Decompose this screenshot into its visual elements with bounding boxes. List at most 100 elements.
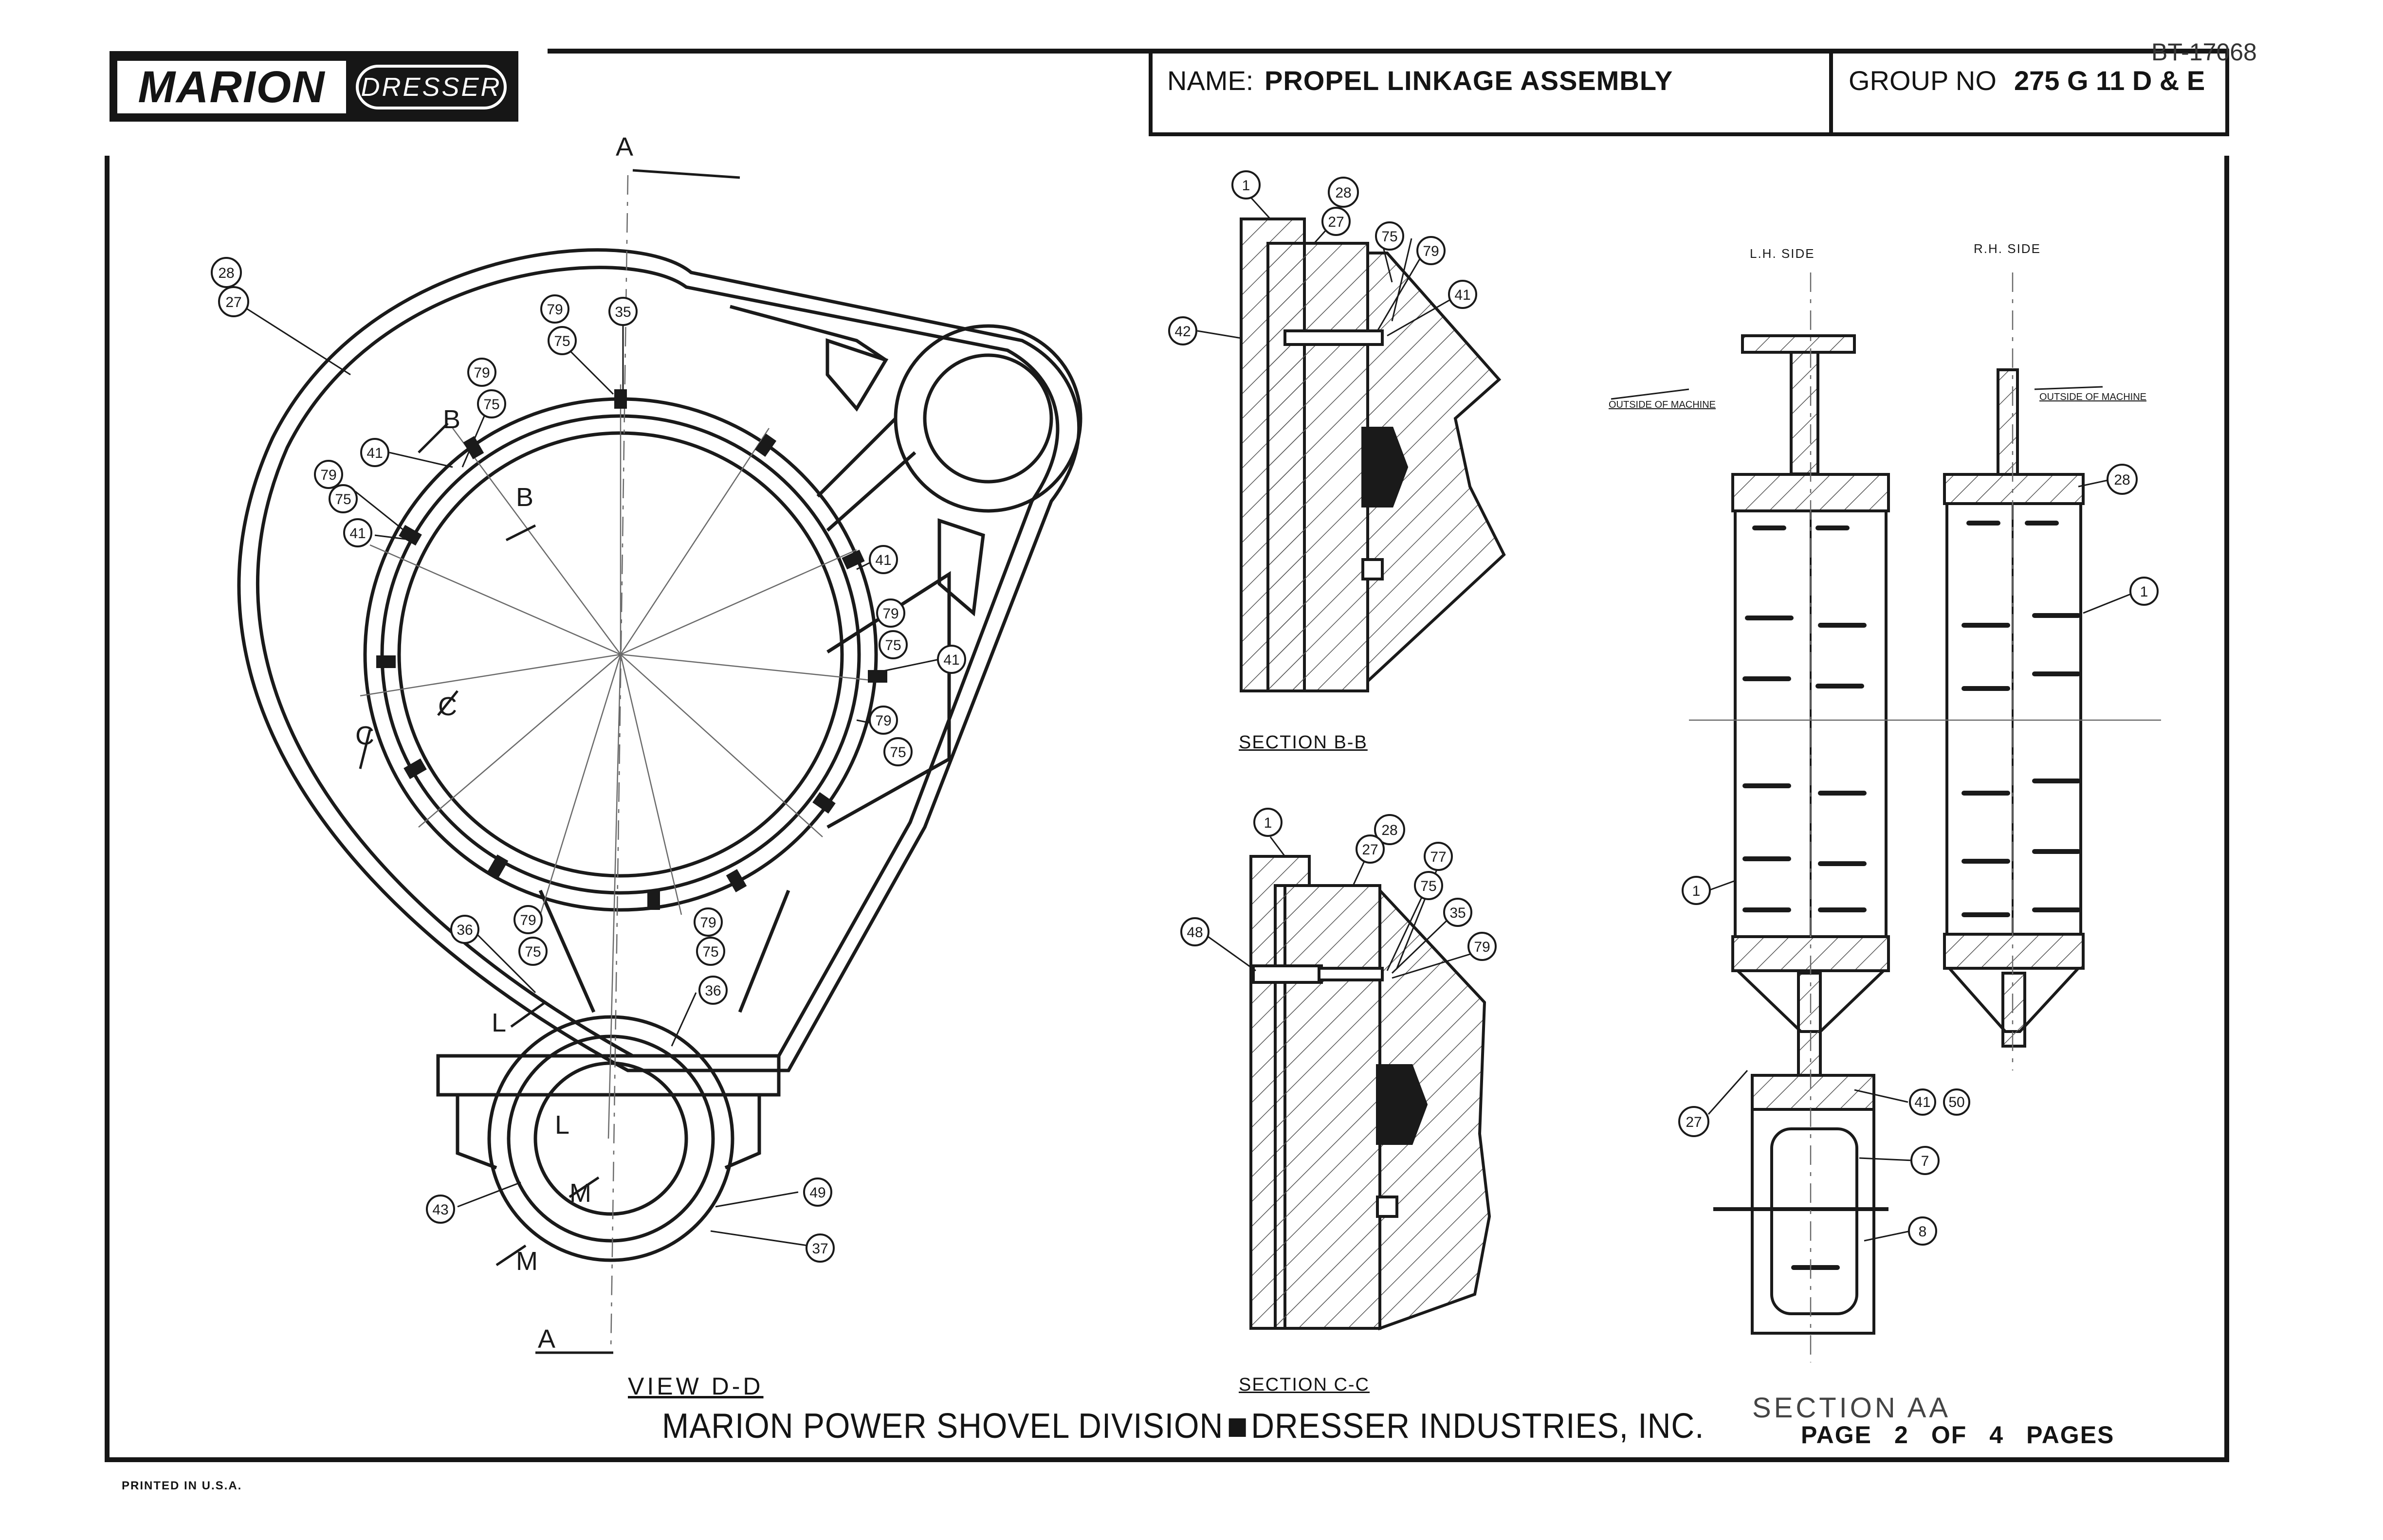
cc-balloon-27: 27 [1362, 842, 1378, 858]
letter-m-2: M [516, 1247, 538, 1276]
view-dd-balloon-circles [211, 257, 966, 1263]
lower-boss-outer [487, 1015, 734, 1262]
balloon-75-g: 75 [702, 944, 718, 960]
aa-balloon-28: 28 [2114, 472, 2130, 488]
bb-balloon-79: 79 [1423, 243, 1439, 259]
triangular-cutout-lower [937, 518, 985, 616]
section-aa-label: SECTION AA [1752, 1392, 1951, 1424]
group-label: GROUP NO [1849, 65, 1997, 96]
aa-side-labels: L.H. SIDE R.H. SIDE [1750, 241, 2041, 261]
aa-centerlines [1689, 272, 2161, 1362]
cc-lower-nut [1376, 1196, 1398, 1218]
bb-balloon-75: 75 [1381, 229, 1397, 245]
housing-outer-contour [237, 248, 1081, 1072]
company-left: MARION POWER SHOVEL DIVISION [662, 1407, 1224, 1446]
lh-top-rod [1790, 351, 1819, 475]
page-current: 2 [1894, 1421, 1909, 1449]
cc-balloon-28: 28 [1381, 822, 1397, 838]
lh-side-label: L.H. SIDE [1750, 246, 1815, 261]
cc-mating-part [1378, 887, 1491, 1331]
cc-balloon-75: 75 [1420, 878, 1436, 894]
balloon-75-a: 75 [554, 333, 570, 349]
name-value: PROPEL LINKAGE ASSEMBLY [1265, 65, 1673, 96]
balloon-79-d: 79 [882, 606, 898, 622]
radial-construction-lines [360, 175, 881, 1353]
balloon-43: 43 [432, 1202, 448, 1218]
aa-balloon-41: 41 [1914, 1094, 1930, 1110]
ring-bolts [376, 389, 887, 910]
balloon-36-a: 36 [457, 922, 473, 938]
lh-link-block [1751, 1074, 1875, 1111]
rh-top-rod [1997, 368, 2019, 476]
bb-balloon-text: 1 28 27 75 79 41 42 [1174, 178, 1470, 340]
pages-word: PAGES [2026, 1421, 2115, 1449]
bb-weld [1361, 427, 1409, 507]
view-dd-letters: A A B B C C L L M M [355, 132, 633, 1354]
balloon-41-b: 41 [349, 525, 366, 542]
balloon-79-b: 79 [474, 365, 490, 381]
rib-bottom [538, 889, 790, 1013]
logo-marion-text: MARION [117, 61, 346, 113]
letter-c-2: C [355, 721, 374, 750]
aa-balloon-27: 27 [1686, 1114, 1702, 1130]
aa-balloon-7: 7 [1921, 1153, 1929, 1169]
cc-balloon-1: 1 [1264, 815, 1272, 831]
balloon-49: 49 [809, 1185, 825, 1201]
letter-b-2: B [516, 483, 533, 512]
bb-plate-right [1266, 242, 1369, 692]
rib-top [730, 305, 887, 362]
letter-b-1: B [443, 405, 460, 434]
lh-slots [1742, 525, 1867, 1270]
cc-balloon-79: 79 [1474, 939, 1490, 955]
bb-lower-nut [1361, 558, 1384, 580]
aa-balloon-8: 8 [1919, 1224, 1927, 1240]
bb-balloon-circles [1168, 170, 1477, 345]
balloon-41-a: 41 [367, 445, 383, 461]
bb-balloon-28: 28 [1335, 185, 1351, 201]
aa-balloon-text: 28 1 1 27 41 50 7 8 [1686, 472, 2148, 1240]
housing-inner-contour [256, 266, 1060, 1058]
balloon-79-c: 79 [320, 467, 336, 483]
bb-balloon-42: 42 [1174, 324, 1191, 340]
cc-bolt [1318, 967, 1384, 981]
section-arrows [359, 422, 600, 1267]
section-cc-label: SECTION C-C [1239, 1375, 1370, 1395]
bb-balloon-27: 27 [1328, 214, 1344, 230]
lh-link-window [1770, 1127, 1858, 1315]
outside-machine-right: OUTSIDE OF MACHINE [2039, 392, 2146, 402]
company-right: DRESSER INDUSTRIES, INC. [1251, 1407, 1705, 1446]
balloon-79-a: 79 [547, 302, 563, 318]
name-label: NAME: [1167, 65, 1254, 96]
upper-boss-inner [923, 353, 1053, 484]
bb-leaders [1197, 191, 1456, 339]
page-word: PAGE [1801, 1421, 1872, 1449]
letter-c-1: C [438, 692, 457, 721]
balloon-79-e: 79 [875, 713, 891, 729]
lower-flange [436, 1054, 781, 1097]
balloon-36-b: 36 [705, 983, 721, 999]
cc-plate-right [1274, 884, 1381, 1330]
printed-in-usa: PRINTED IN U.S.A. [122, 1479, 242, 1492]
aa-balloon-1-lh: 1 [1692, 883, 1701, 899]
balloon-75-d: 75 [885, 637, 901, 653]
balloon-27-a: 27 [225, 294, 241, 310]
rh-body [1945, 502, 2082, 936]
rh-side-label: R.H. SIDE [1974, 241, 2041, 256]
balloon-75-c: 75 [335, 491, 351, 507]
letter-l-2: L [555, 1110, 569, 1140]
lh-link-body [1751, 1108, 1875, 1335]
rh-lower-rod [2001, 972, 2026, 1048]
letter-a-top: A [616, 132, 633, 162]
drawing-frame [105, 156, 2229, 1462]
cc-balloon-35: 35 [1449, 905, 1466, 921]
rib-arm [816, 417, 917, 532]
title-divider [1829, 53, 1833, 132]
bb-balloon-1: 1 [1242, 178, 1250, 194]
separator-square [1228, 1418, 1246, 1437]
rh-upper-block [1943, 473, 2085, 505]
